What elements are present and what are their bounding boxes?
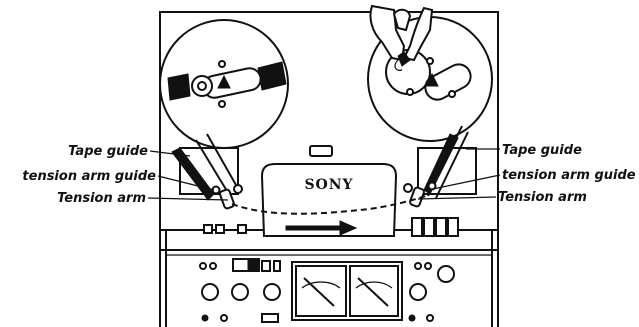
left-reel [160, 20, 288, 148]
head-cover: SONY [232, 164, 426, 236]
right-tape-guide-label: Tape guide [502, 143, 582, 158]
vu-meter-icon [292, 262, 402, 320]
left-tape-guide-label: Tape guide [68, 144, 148, 159]
right-tension-arm-guide-label: tension arm guide [502, 168, 636, 183]
right-tension-arm-label: Tension arm [498, 190, 587, 205]
brand-label: SONY [304, 177, 353, 193]
left-tension-arm-guide-label: tension arm guide [22, 169, 156, 184]
left-tension-arm-label: Tension arm [57, 191, 146, 206]
